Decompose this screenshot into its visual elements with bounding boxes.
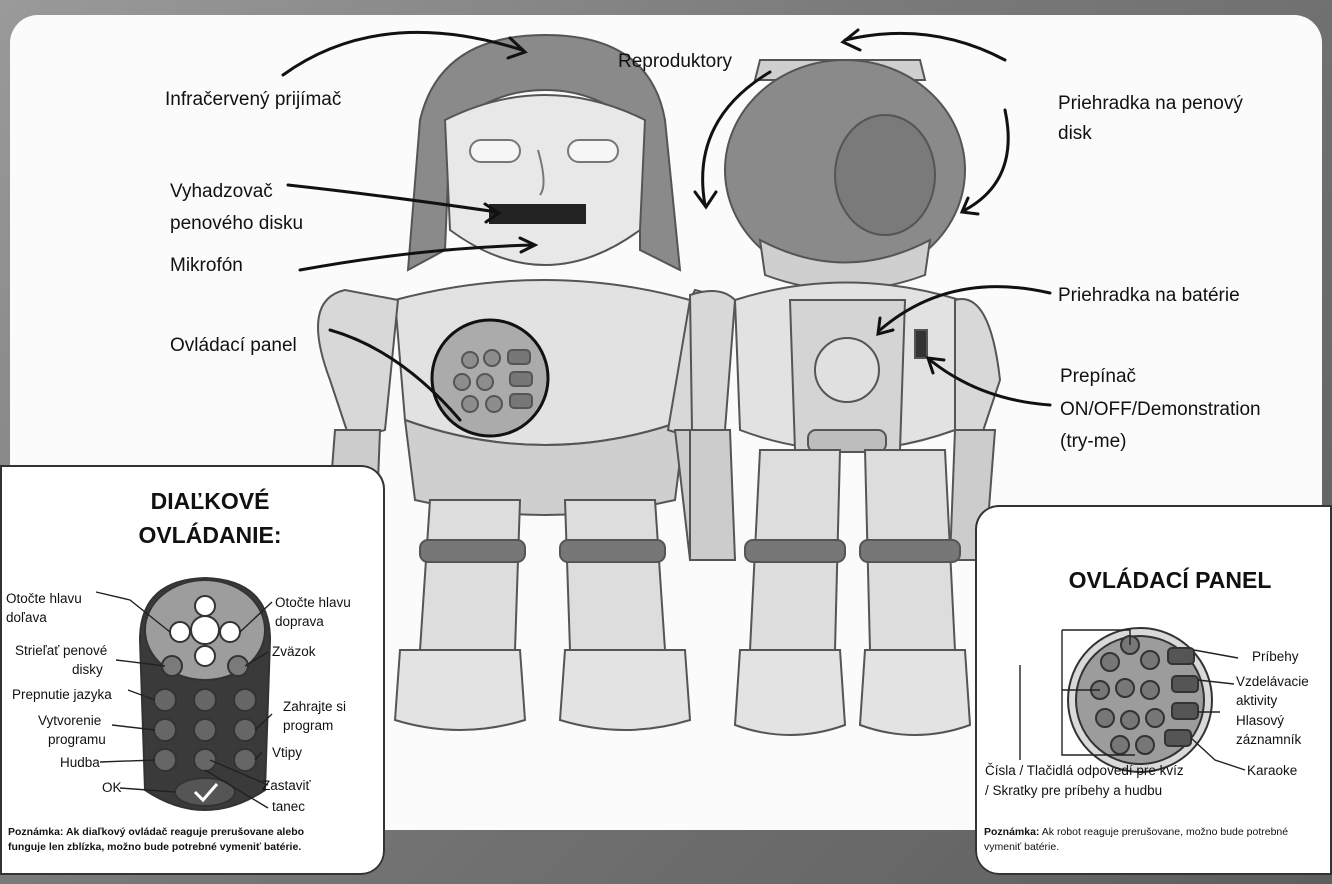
- panel-edu-1: Vzdelávacie: [1236, 673, 1309, 691]
- panel-edu-2: aktivity: [1236, 692, 1277, 710]
- panel-stories: Príbehy: [1252, 648, 1299, 666]
- panel-karaoke: Karaoke: [1247, 762, 1297, 780]
- panel-numbers-2: / Skratky pre príbehy a hudbu: [985, 782, 1162, 800]
- panel-note: Poznámka: Ak robot reaguje prerušovane, …: [984, 825, 1330, 855]
- panel-recorder-1: Hlasový: [1236, 712, 1284, 730]
- panel-recorder-2: záznamník: [1236, 731, 1301, 749]
- panel-numbers-1: Čísla / Tlačidlá odpovedí pre kvíz: [985, 762, 1184, 780]
